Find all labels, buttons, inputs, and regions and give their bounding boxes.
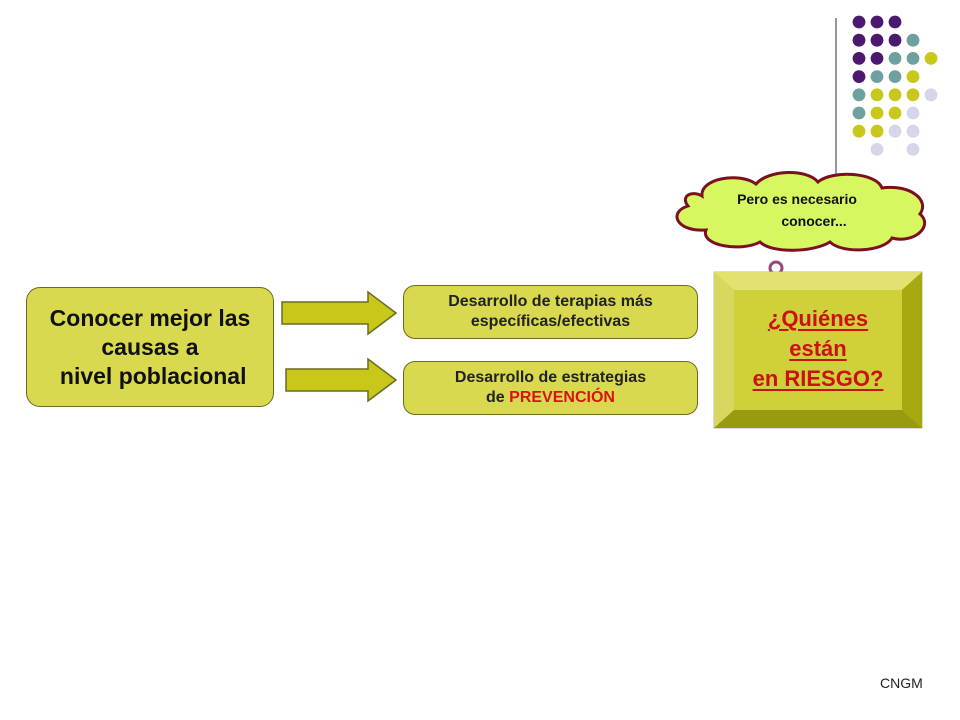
risk-question: ¿Quiénes están en RIESGO? bbox=[733, 304, 903, 394]
decorative-dot bbox=[906, 143, 920, 156]
decorative-dot bbox=[906, 70, 920, 83]
decorative-dot bbox=[852, 106, 866, 120]
decorative-dot bbox=[888, 88, 902, 102]
footer-label: CNGM bbox=[880, 675, 923, 691]
decorative-dot-grid bbox=[835, 15, 938, 176]
decorative-dot bbox=[906, 88, 920, 102]
decorative-dot bbox=[888, 70, 902, 83]
decorative-dot bbox=[870, 33, 884, 47]
outcome-prevention-box: Desarrollo de estrategias de PREVENCIÓN bbox=[403, 361, 698, 415]
decorative-dot bbox=[870, 15, 884, 29]
decorative-dot bbox=[852, 70, 866, 83]
decorative-dot bbox=[870, 88, 884, 102]
decorative-dot bbox=[870, 143, 884, 156]
thought-cloud-line1: Pero es necesario bbox=[737, 191, 857, 207]
outcome-prevention-line2: de PREVENCIÓN bbox=[455, 388, 646, 408]
decorative-dot bbox=[870, 70, 884, 83]
decorative-dot bbox=[852, 15, 866, 29]
decorative-dot bbox=[852, 33, 866, 47]
arrow-to-prevention bbox=[285, 357, 398, 403]
decorative-dot bbox=[924, 88, 938, 102]
decorative-dot bbox=[852, 124, 866, 138]
main-cause-box: Conocer mejor las causas a nivel poblaci… bbox=[26, 287, 274, 407]
decorative-dot bbox=[924, 52, 938, 65]
outcome-prevention-prefix: de bbox=[486, 389, 510, 406]
decorative-dot bbox=[888, 106, 902, 120]
thought-cloud-line2: conocer... bbox=[781, 213, 847, 229]
arrow-to-therapies bbox=[281, 290, 398, 336]
decorative-dot bbox=[888, 33, 902, 47]
main-cause-text: Conocer mejor las causas a nivel poblaci… bbox=[49, 304, 251, 389]
prevention-highlight: PREVENCIÓN bbox=[509, 389, 615, 406]
decorative-dot bbox=[852, 88, 866, 102]
thought-cloud-text: Pero es necesario conocer... bbox=[700, 188, 900, 232]
risk-question-line1: ¿Quiénes bbox=[767, 306, 869, 331]
outcome-therapies-line2: específicas/efectivas bbox=[470, 313, 631, 330]
decorative-dot bbox=[888, 124, 902, 138]
decorative-dot bbox=[852, 52, 866, 65]
decorative-dot bbox=[888, 52, 902, 65]
outcome-therapies-box: Desarrollo de terapias más específicas/e… bbox=[403, 285, 698, 339]
decorative-dot bbox=[906, 52, 920, 65]
decorative-dot bbox=[870, 52, 884, 65]
decorative-dot bbox=[870, 124, 884, 138]
outcome-prevention-line1: Desarrollo de estrategias bbox=[454, 369, 647, 386]
risk-question-line3: en RIESGO? bbox=[752, 366, 884, 391]
decorative-dot bbox=[906, 124, 920, 138]
decorative-dot bbox=[870, 106, 884, 120]
decorative-dot bbox=[906, 33, 920, 47]
outcome-therapies-line1: Desarrollo de terapias más bbox=[448, 293, 653, 310]
decorative-dot bbox=[906, 106, 920, 120]
risk-question-line2: están bbox=[789, 336, 847, 361]
decorative-dot bbox=[888, 15, 902, 29]
